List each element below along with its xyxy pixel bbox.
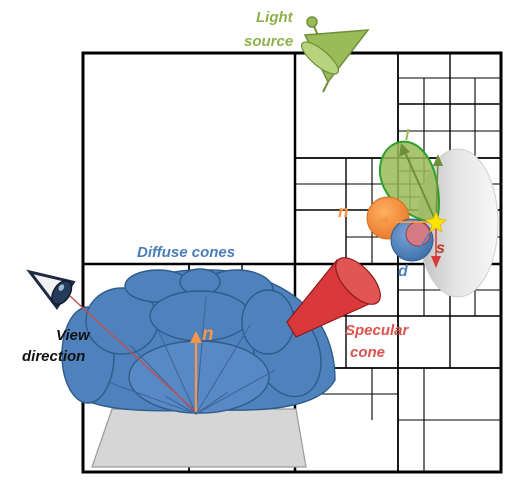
specular-cone xyxy=(286,257,381,338)
view-vector-label: d xyxy=(398,263,409,280)
specular-cone-label-line2: cone xyxy=(350,344,385,361)
diffuse-cones-label: Diffuse cones xyxy=(137,244,235,261)
blue-lobe-inner xyxy=(405,221,431,247)
normal-arrow-main xyxy=(190,331,202,412)
grid-outer-border xyxy=(81,51,503,474)
diffuse-cone-center xyxy=(149,290,251,342)
spotlight-icon xyxy=(301,16,370,93)
view-direction-label-line1: View xyxy=(56,327,91,344)
light-source-label-line2: source xyxy=(244,33,293,50)
specular-cone-label-line1: Specular xyxy=(345,322,410,339)
light-source-label-line1: Light xyxy=(256,9,294,26)
highlight-star xyxy=(425,210,447,233)
brdf-detail xyxy=(366,140,499,298)
diffuse-cone-right xyxy=(241,289,295,355)
light-vector xyxy=(403,149,437,223)
normal-label-main: n xyxy=(202,324,214,345)
light-vector-label: l xyxy=(405,127,410,144)
specular-cone-cap xyxy=(335,257,381,305)
view-direction-label-line2: direction xyxy=(22,348,85,365)
view-direction-line xyxy=(69,295,197,413)
eye-icon xyxy=(26,269,76,310)
normal-label-zoom: n xyxy=(338,202,348,221)
diffuse-cones xyxy=(61,268,336,415)
spec-vector-label: s xyxy=(436,240,445,257)
surface-plane xyxy=(91,408,307,468)
